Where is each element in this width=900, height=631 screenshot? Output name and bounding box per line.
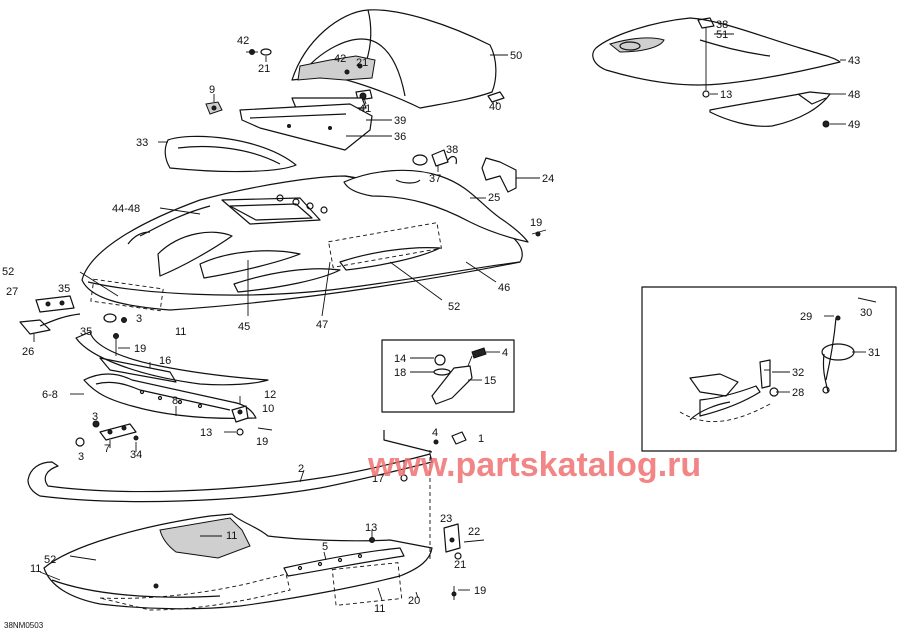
bumper-strip-part xyxy=(27,453,433,503)
callout-38: 38 xyxy=(446,144,458,156)
callout-35: 35 xyxy=(80,326,92,338)
callout-52: 52 xyxy=(448,301,460,313)
watermark-text: www.partskatalog.ru xyxy=(367,446,701,484)
callout-14: 14 xyxy=(394,353,406,365)
callout-8: 8 xyxy=(172,395,178,407)
callout-21: 21 xyxy=(258,63,270,75)
callout-24: 24 xyxy=(542,173,554,185)
callout-35: 35 xyxy=(58,283,70,295)
drawing-code: 38NM0503 xyxy=(4,621,44,630)
callout-10: 10 xyxy=(262,403,274,415)
callout-6-8: 6-8 xyxy=(42,389,58,401)
nut-9-part xyxy=(205,94,223,115)
callout-43: 43 xyxy=(848,55,860,67)
callout-34: 34 xyxy=(130,449,142,461)
callout-46: 46 xyxy=(498,282,510,294)
callout-7: 7 xyxy=(104,443,110,455)
windshield-bracket-part xyxy=(297,55,376,105)
callout-27: 27 xyxy=(6,286,18,298)
rivet-19a-part xyxy=(531,229,547,237)
clip-40-part xyxy=(487,91,505,105)
callout-32: 32 xyxy=(792,367,804,379)
console-part xyxy=(239,97,392,151)
callout-37: 37 xyxy=(429,173,441,185)
fastener-42-part xyxy=(246,48,272,62)
plate-7-part xyxy=(75,420,139,452)
bracket-10-part xyxy=(175,396,273,436)
inset-box-15 xyxy=(381,339,515,413)
callout-42: 42 xyxy=(237,35,249,47)
callout-20: 20 xyxy=(408,595,420,607)
callout-17: 17 xyxy=(372,473,384,485)
callout-28: 28 xyxy=(792,387,804,399)
callout-39: 39 xyxy=(394,115,406,127)
callout-29: 29 xyxy=(800,311,812,323)
windshield-part xyxy=(291,9,508,109)
hinge-27-part xyxy=(19,295,127,342)
callout-19: 19 xyxy=(474,585,486,597)
callout-25: 25 xyxy=(488,192,500,204)
callout-13: 13 xyxy=(200,427,212,439)
callout-21: 21 xyxy=(356,57,368,69)
callout-3: 3 xyxy=(92,411,98,423)
callout-3: 3 xyxy=(78,451,84,463)
mount-bracket-part xyxy=(369,430,485,600)
callout-11: 11 xyxy=(30,563,41,575)
callout-18: 18 xyxy=(394,367,406,379)
callout-12: 12 xyxy=(264,389,276,401)
callout-11: 11 xyxy=(175,326,186,338)
callout-52: 52 xyxy=(44,554,56,566)
callout-52: 52 xyxy=(2,266,14,278)
callout-41: 41 xyxy=(359,103,371,115)
callout-1: 1 xyxy=(478,433,484,445)
callout-30: 30 xyxy=(860,307,872,319)
callout-45: 45 xyxy=(238,321,250,333)
callout-16: 16 xyxy=(159,355,171,367)
callout-2: 2 xyxy=(298,463,304,475)
callout-4: 4 xyxy=(432,427,438,439)
callout-19: 19 xyxy=(256,436,268,448)
callout-33: 33 xyxy=(136,137,148,149)
trim-25-part xyxy=(343,169,529,243)
callout-19: 19 xyxy=(134,343,146,355)
callout-50: 50 xyxy=(510,50,522,62)
callout-40: 40 xyxy=(489,101,501,113)
callout-21: 21 xyxy=(454,559,466,571)
callout-9: 9 xyxy=(209,84,215,96)
callout-labels: 42 21 42 21 41 50 40 9 39 36 33 38 37 24… xyxy=(2,19,880,615)
callout-47: 47 xyxy=(316,319,328,331)
bracket-24-part xyxy=(481,157,540,193)
callout-13: 13 xyxy=(365,522,377,534)
callout-48: 48 xyxy=(848,89,860,101)
callout-36: 36 xyxy=(394,131,406,143)
gauge-lens-part xyxy=(158,135,297,173)
bushing-37-part xyxy=(412,149,457,172)
belly-pan-part xyxy=(39,513,433,611)
hood-part xyxy=(79,175,523,317)
panel-48-part xyxy=(709,91,846,127)
callout-44-48: 44-48 xyxy=(112,203,140,215)
callout-42: 42 xyxy=(334,53,346,65)
callout-11: 11 xyxy=(374,603,385,615)
callout-51: 51 xyxy=(716,29,728,41)
callout-23: 23 xyxy=(440,513,452,525)
bolt-19b-part xyxy=(113,333,130,356)
inset-box-31 xyxy=(641,286,897,452)
callout-15: 15 xyxy=(484,375,496,387)
callout-22: 22 xyxy=(468,526,480,538)
callout-31: 31 xyxy=(868,347,880,359)
callout-4: 4 xyxy=(502,347,508,359)
callout-49: 49 xyxy=(848,119,860,131)
callout-26: 26 xyxy=(22,346,34,358)
callout-38: 38 xyxy=(716,19,728,31)
panel-43-part xyxy=(592,17,846,98)
callout-11: 11 xyxy=(226,530,237,542)
screw-49-part xyxy=(822,120,846,128)
callout-5: 5 xyxy=(322,541,328,553)
bumper-support-part xyxy=(70,331,269,419)
callout-19: 19 xyxy=(530,217,542,229)
callout-13: 13 xyxy=(720,89,732,101)
callout-3: 3 xyxy=(136,313,142,325)
